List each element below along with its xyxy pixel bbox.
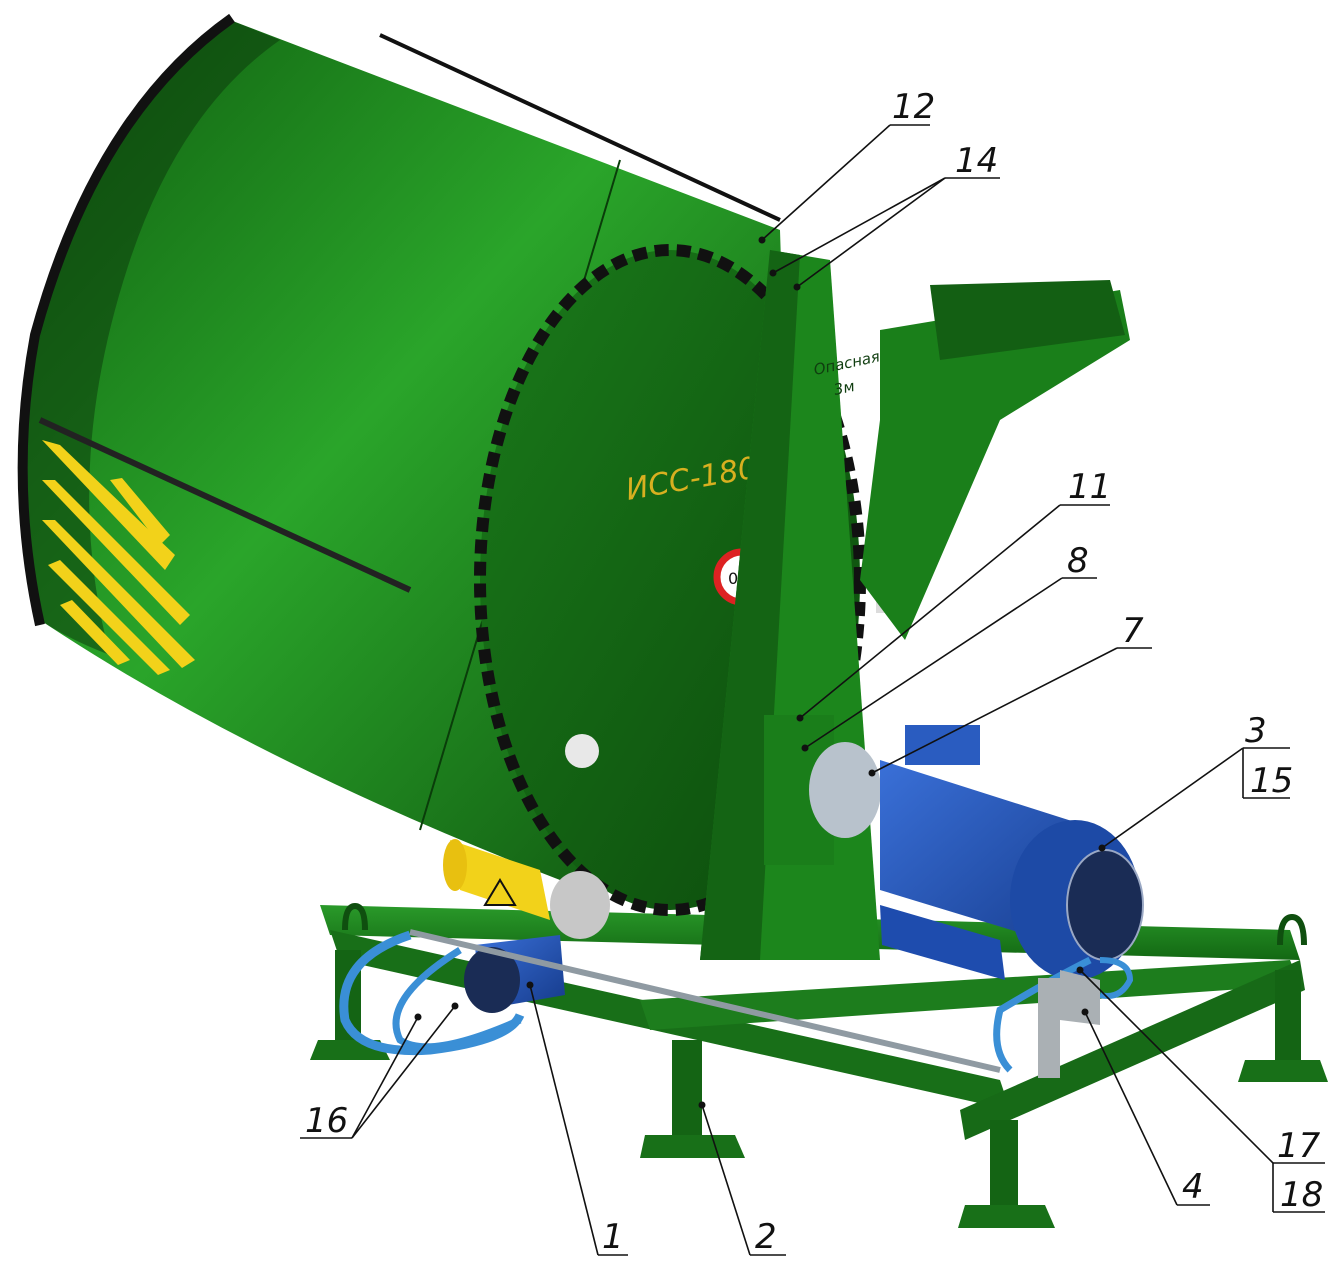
hazard-stripes xyxy=(42,440,195,675)
callouts: 12 14 11 8 7 xyxy=(300,87,1325,1257)
callout-3-15: 3 15 xyxy=(1098,711,1293,852)
svg-text:18: 18 xyxy=(1280,1175,1323,1215)
svg-text:12: 12 xyxy=(892,87,935,127)
svg-text:2: 2 xyxy=(755,1217,777,1257)
discharge-chute xyxy=(860,280,1130,640)
svg-text:3: 3 xyxy=(1245,711,1267,751)
svg-text:14: 14 xyxy=(955,141,998,181)
inspection-port xyxy=(565,734,599,768)
callout-14: 14 xyxy=(769,141,1000,291)
callout-1: 1 xyxy=(526,981,628,1257)
tie-rod xyxy=(409,929,1001,1073)
svg-text:17: 17 xyxy=(1277,1126,1321,1166)
danger-zone-distance: 3м xyxy=(832,377,856,399)
callout-17-18: 17 18 xyxy=(1076,966,1325,1215)
callout-16: 16 xyxy=(300,1002,459,1141)
hoses xyxy=(339,930,1134,1073)
svg-text:7: 7 xyxy=(1122,611,1144,651)
svg-text:4: 4 xyxy=(1182,1167,1204,1207)
svg-text:8: 8 xyxy=(1067,541,1089,581)
callout-8: 8 xyxy=(801,541,1097,752)
callout-7: 7 xyxy=(868,611,1152,777)
main-motor xyxy=(809,725,1144,980)
svg-text:15: 15 xyxy=(1250,761,1293,801)
callout-4: 4 xyxy=(1081,1008,1210,1207)
svg-text:16: 16 xyxy=(305,1101,348,1141)
callout-2: 2 xyxy=(698,1101,786,1257)
callout-12: 12 xyxy=(758,87,935,244)
sensor-box xyxy=(1038,970,1100,1078)
svg-text:1: 1 xyxy=(602,1217,624,1257)
svg-text:11: 11 xyxy=(1068,467,1111,507)
callout-11: 11 xyxy=(796,467,1111,722)
